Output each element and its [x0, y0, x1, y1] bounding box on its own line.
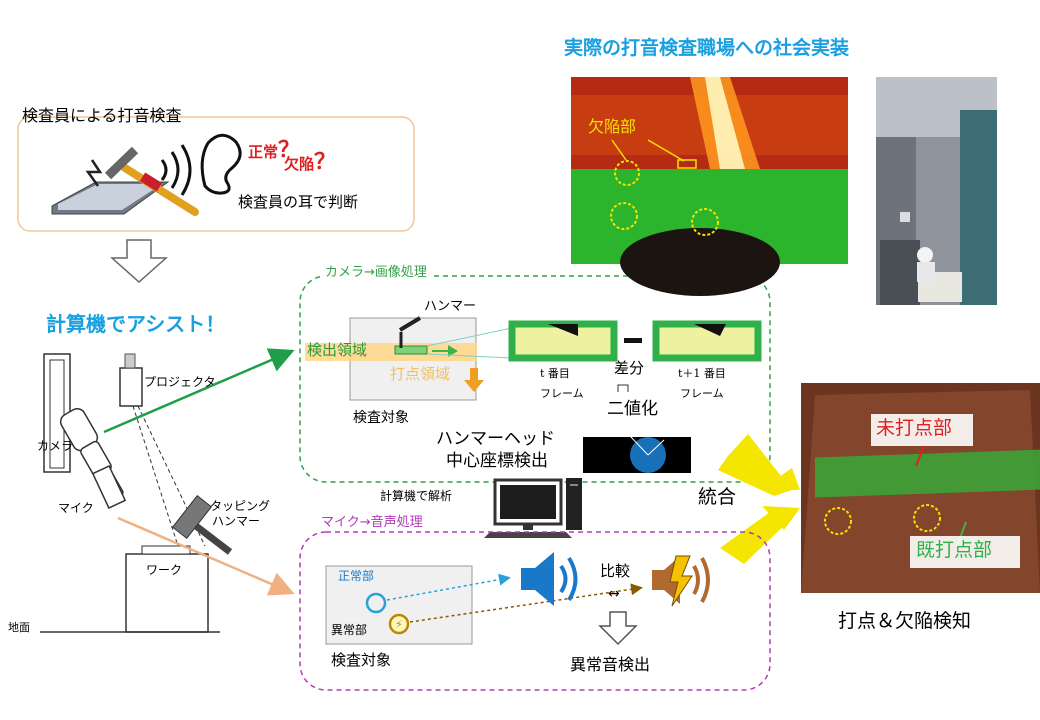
judge-text: 検査員の耳で判断 — [238, 193, 359, 211]
camera-label: カメラ — [37, 439, 74, 453]
mic-label: マイク — [58, 501, 94, 515]
frame-t-line2: フレーム — [540, 387, 584, 400]
manual-box-title: 検査員による打音検査 — [22, 106, 182, 125]
compare-arrows: ↔ — [608, 586, 620, 602]
photo-result — [801, 383, 1040, 593]
head-line1: ハンマーヘッド — [436, 429, 555, 449]
computer-icon — [484, 478, 582, 538]
mic-target-text: 検査対象 — [331, 651, 392, 669]
defect-part-label: 欠陥部 — [588, 117, 637, 136]
ground-label: 地面 — [8, 621, 30, 634]
page-title: 実際の打音検査職場への社会実装 — [564, 37, 850, 59]
compare-text: 比較 — [600, 562, 631, 580]
photo-heatmap — [571, 77, 848, 296]
abnormal-part-text: 異常部 — [331, 623, 368, 637]
abnormal-detect-text: 異常音検出 — [570, 655, 651, 674]
projector-label: プロジェクタ — [144, 375, 216, 389]
detect-region-text: 検出領域 — [307, 341, 368, 359]
hammer-label-2: ハンマー — [212, 514, 261, 528]
ear-icon — [200, 133, 242, 195]
normal-label: 正常？ — [248, 138, 300, 163]
normal-text: 正常 — [248, 143, 279, 161]
hammer-text: ハンマー — [424, 299, 477, 314]
camera-box-title: カメラ→画像処理 — [322, 265, 430, 281]
speaker-normal-icon — [521, 552, 578, 606]
yellow-arrow-upper — [718, 434, 792, 496]
frame-t-line1: t 番目 — [540, 367, 570, 380]
binarize-text: 二値化 — [607, 399, 658, 419]
photo-workshop — [876, 77, 997, 305]
speaker-abnormal-icon — [652, 555, 710, 607]
head-line2: 中心座標検出 — [446, 451, 548, 471]
mic-processing-box — [299, 531, 771, 691]
assist-title: 計算機でアシスト！ — [46, 312, 226, 336]
unstruck-label: 未打点部 — [876, 417, 953, 439]
frame-t1-line2: フレーム — [680, 387, 724, 400]
mic-body — [91, 464, 127, 510]
hammer-label-1: タッピング — [210, 499, 271, 513]
defect-text: 欠陥 — [284, 155, 315, 173]
abnormal-part-circle — [388, 613, 410, 635]
tapping-hammer-body — [171, 494, 233, 555]
normal-part-circle — [365, 592, 387, 614]
struck-label: 既打点部 — [916, 539, 993, 561]
mic-box-title: マイク→音声処理 — [318, 515, 426, 531]
question-mark-2: ？ — [314, 150, 337, 175]
diff-text: 差分 — [614, 359, 645, 377]
defect-label: 欠陥？ — [284, 150, 336, 175]
frame-t — [508, 320, 618, 362]
result-caption: 打点＆欠陥検知 — [838, 610, 972, 632]
frame-t1-line1: t＋1 番目 — [678, 367, 726, 380]
question-mark-1: ？ — [278, 138, 301, 163]
normal-part-text: 正常部 — [338, 569, 375, 583]
svg-text:⚡: ⚡ — [395, 618, 403, 631]
down-arrow-icon — [110, 239, 168, 284]
projector-body — [119, 367, 143, 407]
yellow-arrow-lower — [720, 512, 792, 564]
work-label: ワーク — [146, 563, 183, 577]
camera-target-text: 検査対象 — [353, 410, 409, 426]
camera-processing-box — [299, 275, 771, 483]
computer-label: 計算機で解析 — [380, 489, 453, 503]
integrate-text: 統合 — [698, 486, 737, 508]
down-arrow-compare-icon — [598, 611, 638, 646]
strike-region-text: 打点領域 — [390, 365, 451, 383]
